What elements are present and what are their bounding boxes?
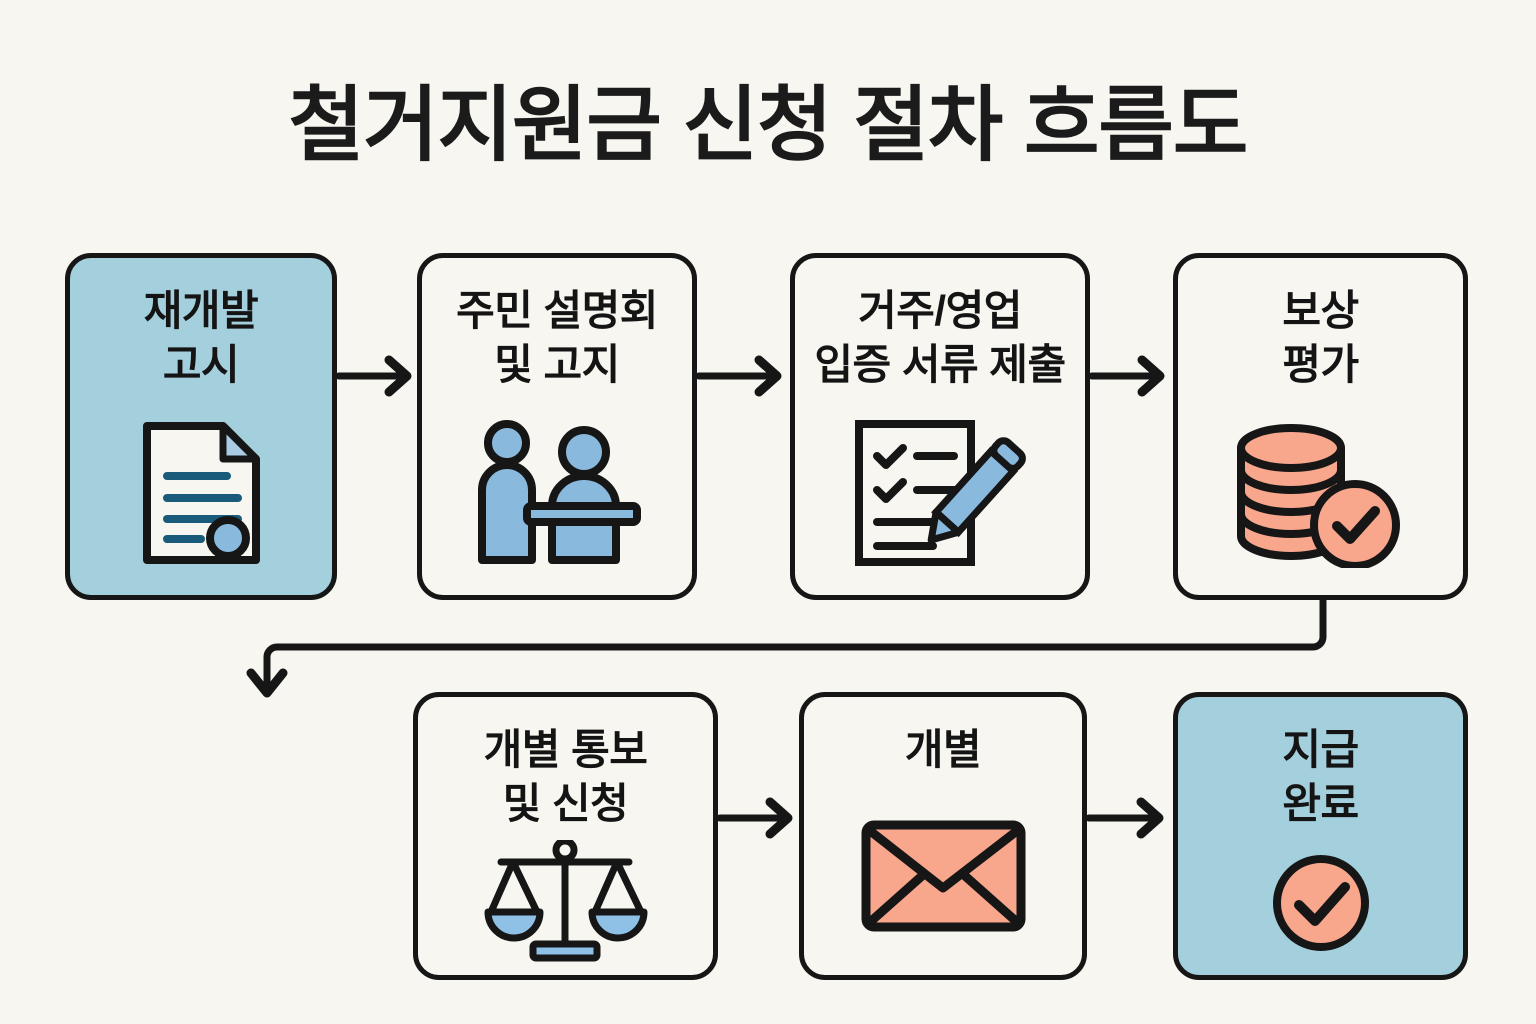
flow-node-step-3[interactable]: 거주/영업 입증 서류 제출 [790,253,1090,600]
page-title: 철거지원금 신청 절차 흐름도 [288,80,1249,171]
arrow-step6-step7 [1087,794,1174,842]
wrap-arrow-step4-step5 [245,595,1350,705]
envelope-icon [804,777,1082,975]
scales-icon [418,831,713,976]
arrow-step2-step3 [697,352,792,400]
arrow-step1-step2 [337,352,419,400]
flow-node-step-5[interactable]: 개별 통보 및 신청 [413,692,718,980]
flow-node-label: 재개발 고시 [143,287,259,388]
checklist-pen-icon [795,392,1085,596]
people-presentation-icon [422,392,692,596]
arrow-step3-step4 [1090,352,1175,400]
flow-node-step-1[interactable]: 재개발 고시 [65,253,337,600]
flow-node-step-2[interactable]: 주민 설명회 및 고지 [417,253,697,600]
document-icon [70,392,332,596]
flow-node-label: 거주/영업 입증 서류 제출 [814,287,1066,388]
flow-node-label: 지급 완료 [1282,726,1359,827]
flow-node-step-7[interactable]: 지급 완료 [1173,692,1468,980]
flow-node-label: 개별 통보 및 신청 [483,726,648,827]
flow-node-step-4[interactable]: 보상 평가 [1173,253,1468,600]
flow-node-step-6[interactable]: 개별 [799,692,1087,980]
flow-node-label: 개별 [904,726,982,773]
arrow-step5-step6 [718,794,800,842]
check-circle-icon [1178,831,1463,976]
coins-check-icon [1178,392,1463,596]
flow-node-label: 보상 평가 [1282,287,1359,388]
flow-node-label: 주민 설명회 및 고지 [456,287,658,388]
